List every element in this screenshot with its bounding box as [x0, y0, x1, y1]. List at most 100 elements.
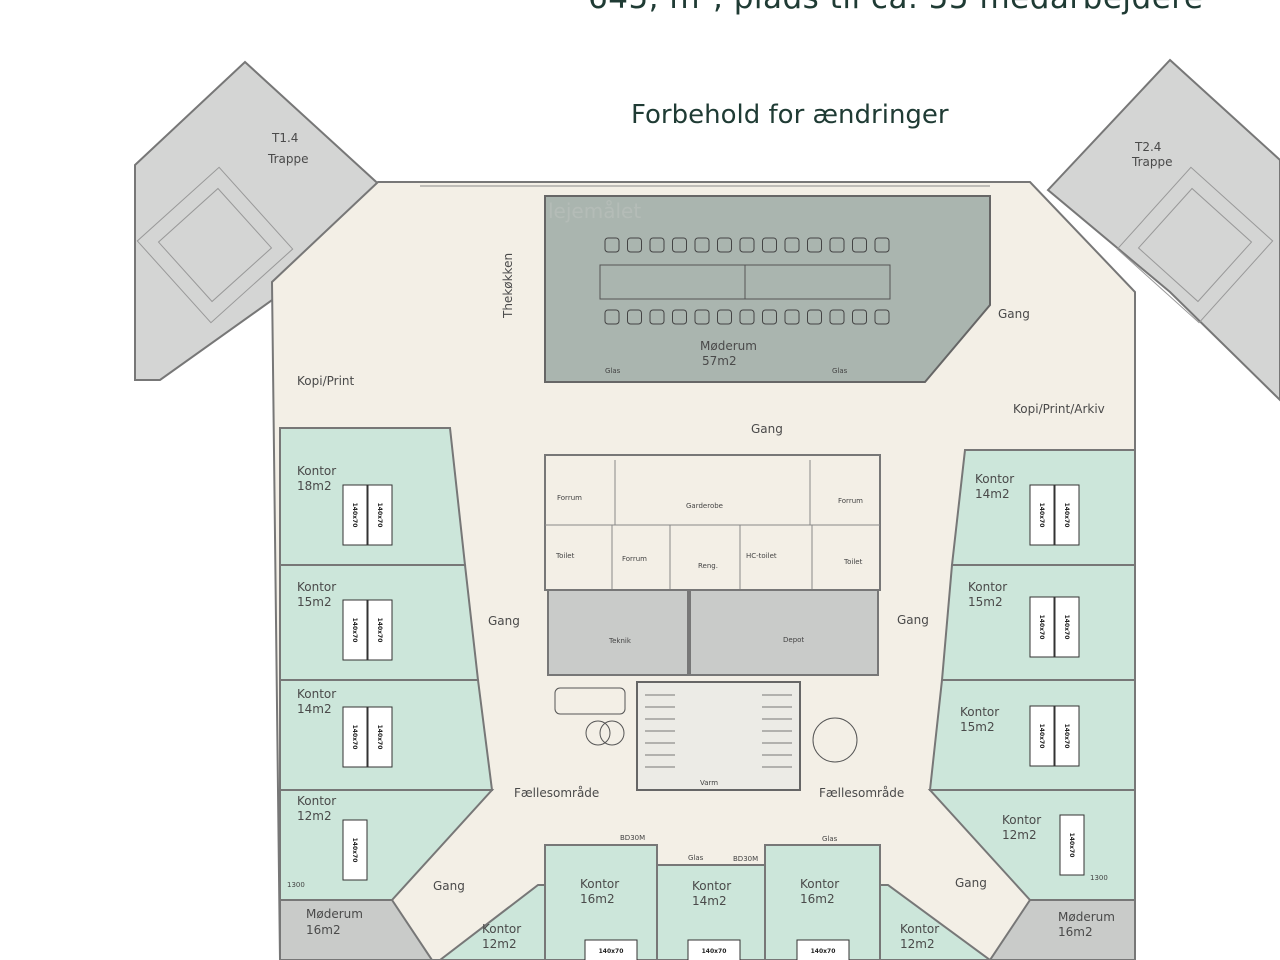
desk-size-label: 140x70 — [1063, 724, 1070, 749]
forrum-label: Forrum — [838, 497, 863, 505]
chair-icon — [604, 309, 620, 325]
chair-icon — [717, 237, 732, 253]
office-name: Kontor — [1002, 813, 1041, 827]
meeting-room-small-area: 16m2 — [1058, 925, 1093, 939]
glass-label: Glas — [688, 854, 704, 862]
desk: 140x70 — [1054, 596, 1080, 658]
chair-icon — [852, 309, 867, 325]
chair-icon — [807, 237, 822, 253]
chair-icon — [852, 237, 867, 253]
chair-icon — [672, 309, 687, 325]
meeting-room-small-name: Møderum — [1058, 910, 1115, 924]
office-area: 14m2 — [692, 894, 727, 908]
desk-size-label: 140x70 — [702, 948, 727, 955]
reng-label: Reng. — [698, 562, 718, 570]
door-label: BD30M — [733, 855, 758, 863]
desk-size-label: 140x70 — [351, 838, 358, 863]
office-area: 15m2 — [297, 595, 332, 609]
meeting-table — [599, 264, 891, 300]
desk-size-label: 140x70 — [1038, 724, 1045, 749]
desk-size-label: 140x70 — [1038, 503, 1045, 528]
desk-size-label: 140x70 — [351, 503, 358, 528]
meeting-room-small-right — [988, 899, 1136, 960]
chair-icon — [627, 309, 642, 325]
chair-icon — [739, 237, 755, 253]
office-name: Kontor — [297, 464, 336, 478]
office-area: 15m2 — [968, 595, 1003, 609]
desk-size-label: 140x70 — [376, 725, 383, 750]
desk: 140x70 — [584, 939, 638, 960]
dimension-label: 1300 — [287, 881, 305, 889]
depot-label: Depot — [783, 636, 804, 644]
teknik-label: Teknik — [608, 637, 632, 645]
kitchen-label: Thekøkken — [501, 253, 515, 319]
desk: 140x70 — [1054, 705, 1080, 767]
desk: 140x70 — [342, 706, 368, 768]
desk: 140x70 — [367, 599, 393, 661]
desk: 140x70 — [342, 484, 368, 546]
chair-icon — [604, 237, 620, 253]
office-name: Kontor — [968, 580, 1007, 594]
desk: 140x70 — [796, 939, 850, 960]
desk: 140x70 — [367, 484, 393, 546]
office-area: 16m2 — [800, 892, 835, 906]
chair-icon — [784, 309, 800, 325]
meeting-room-small-name: Møderum — [306, 907, 363, 921]
desk-size-label: 140x70 — [376, 503, 383, 528]
glass-label: Glas — [605, 367, 621, 375]
subtitle: Forbehold for ændringer — [631, 100, 949, 130]
office-name: Kontor — [580, 877, 619, 891]
chair-icon — [649, 237, 665, 253]
office-area: 12m2 — [1002, 828, 1037, 842]
office-bottom-4 — [764, 844, 881, 960]
chair-icon — [672, 237, 687, 253]
desk-size-label: 140x70 — [1063, 615, 1070, 640]
headline: 645, m², plads til ca. 55 medarbejdere — [588, 0, 1203, 16]
lounge-table — [599, 720, 625, 746]
desk-size-label: 140x70 — [351, 725, 358, 750]
desk-size-label: 140x70 — [1063, 503, 1070, 528]
stair-left-code: T1.4 — [271, 131, 298, 145]
office-name: Kontor — [692, 879, 731, 893]
stair-left-name: Trappe — [267, 152, 308, 166]
kopi-print-label: Kopi/Print — [297, 374, 355, 388]
office-name: Kontor — [900, 922, 939, 936]
chair-icon — [829, 237, 845, 253]
chair-icon — [784, 237, 800, 253]
desk-size-label: 140x70 — [376, 618, 383, 643]
desk: 140x70 — [1029, 596, 1055, 658]
desk: 140x70 — [342, 819, 368, 881]
sofa — [554, 687, 626, 715]
desk-size-label: 140x70 — [351, 618, 358, 643]
glass-label: Glas — [832, 367, 848, 375]
desk: 140x70 — [687, 939, 741, 960]
desk-size-label: 140x70 — [1068, 833, 1075, 858]
toilet-label: Toilet — [843, 558, 863, 566]
glass-label: Glas — [822, 835, 838, 843]
desk: 140x70 — [1029, 484, 1055, 546]
teknik-room — [547, 589, 689, 676]
desk: 140x70 — [1054, 484, 1080, 546]
chair-icon — [762, 237, 777, 253]
chair-icon — [649, 309, 665, 325]
chair-icon — [807, 309, 822, 325]
garderobe-label: Garderobe — [686, 502, 723, 510]
forrum-label: Forrum — [557, 494, 582, 502]
gang-label: Gang — [897, 613, 929, 627]
office-area: 12m2 — [297, 809, 332, 823]
office-area: 12m2 — [900, 937, 935, 951]
desk-size-label: 140x70 — [1038, 615, 1045, 640]
door-label: BD30M — [620, 834, 645, 842]
office-bottom-3 — [656, 864, 766, 960]
desk: 140x70 — [342, 599, 368, 661]
wc-walls — [545, 460, 880, 590]
office-bottom-2 — [544, 844, 658, 960]
lounge-table — [585, 720, 611, 746]
chair-icon — [874, 237, 890, 253]
desk-size-label: 140x70 — [811, 948, 836, 955]
round-table — [812, 717, 858, 763]
chair-icon — [627, 237, 642, 253]
gang-label: Gang — [433, 879, 465, 893]
meeting-room-large — [544, 195, 991, 383]
